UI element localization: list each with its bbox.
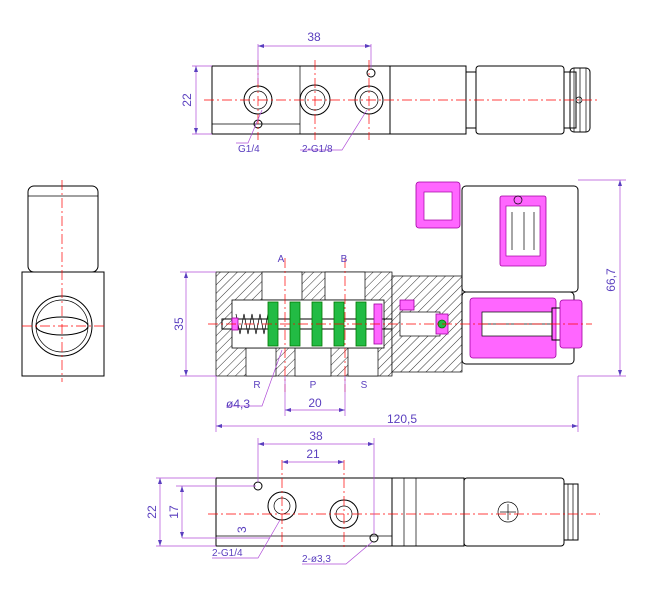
bottom-view: 38 21 22 17 3 2-G1/4 2-ø3,3 bbox=[145, 429, 600, 565]
bottom-pilot bbox=[391, 477, 465, 547]
section-connector-housing bbox=[461, 185, 579, 293]
bottom-label-holes: 2-ø3,3 bbox=[302, 554, 331, 565]
section-dim-height: 35 bbox=[172, 317, 186, 331]
port-label-p: P bbox=[310, 380, 317, 391]
section-dim-total-height: 66,7 bbox=[604, 268, 618, 292]
side-coil bbox=[27, 185, 99, 273]
top-label-g18: 2-G1/8 bbox=[302, 144, 333, 155]
section-dim-pitch: 20 bbox=[308, 396, 322, 410]
bottom-dim-width: 38 bbox=[309, 429, 323, 443]
port-label-s: S bbox=[361, 380, 368, 391]
side-view bbox=[21, 180, 105, 382]
top-label-g14: G1/4 bbox=[238, 144, 260, 155]
top-dim-height: 22 bbox=[180, 93, 194, 107]
bottom-label-ports: 2-G1/4 bbox=[212, 548, 243, 559]
port-label-b: B bbox=[341, 254, 348, 265]
top-view: 38 22 G1/4 2-G1/8 bbox=[180, 30, 600, 155]
port-label-r: R bbox=[253, 380, 260, 391]
section-spring bbox=[235, 313, 269, 335]
section-dim-length: 120,5 bbox=[387, 412, 417, 426]
side-body bbox=[21, 271, 105, 377]
bottom-dim-inner-height: 17 bbox=[167, 505, 181, 519]
bottom-dim-height: 22 bbox=[145, 505, 159, 519]
port-label-a: A bbox=[278, 254, 285, 265]
bottom-dim-offset: 3 bbox=[235, 526, 249, 533]
section-view: A B R P S 35 66,7 20 ø4,3 120 bbox=[172, 179, 626, 432]
top-mount-hole-right bbox=[366, 68, 376, 78]
section-dim-hole: ø4,3 bbox=[226, 397, 250, 411]
bottom-mount-hole-right bbox=[369, 533, 379, 543]
top-dim-width: 38 bbox=[307, 30, 321, 44]
bottom-dim-pitch: 21 bbox=[306, 447, 320, 461]
